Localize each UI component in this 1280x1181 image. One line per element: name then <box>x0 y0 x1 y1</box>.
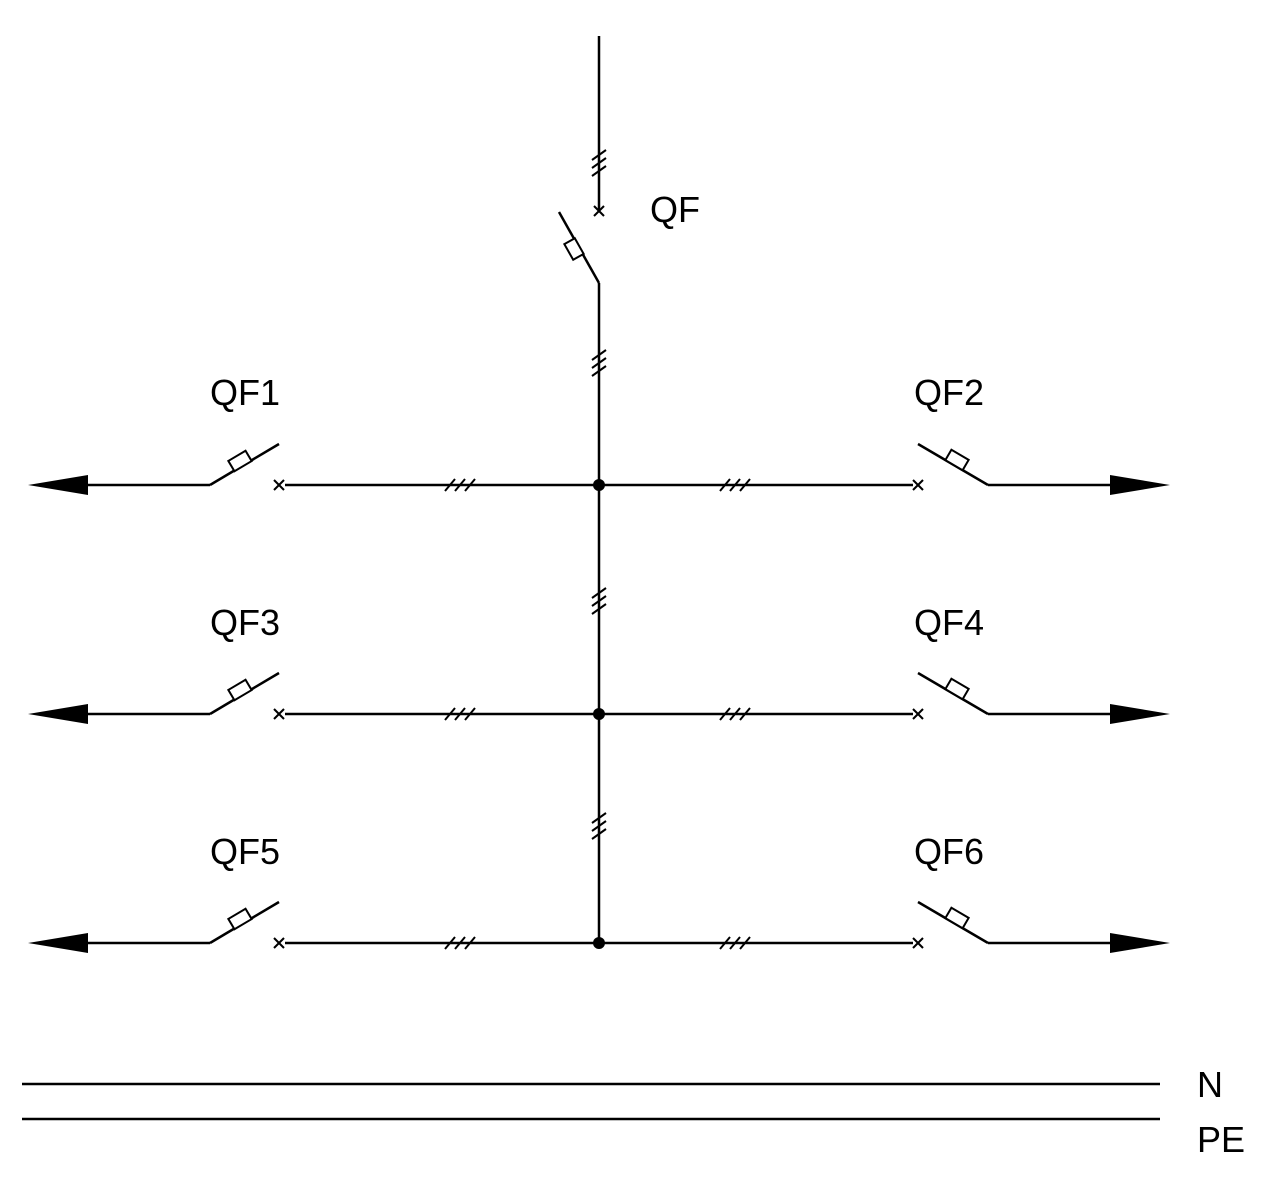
branch-row-2: QF3 QF4 <box>28 602 1170 724</box>
outgoing-arrow <box>1110 933 1170 953</box>
outgoing-arrow <box>28 704 88 724</box>
breaker-label: QF5 <box>210 831 280 872</box>
main-breaker-label: QF <box>650 189 700 230</box>
branch-row-1: QF1 QF2 <box>28 372 1170 495</box>
outgoing-arrow <box>28 933 88 953</box>
branch-row-3: QF5 QF6 <box>28 831 1170 953</box>
pe-label: PE <box>1197 1119 1245 1160</box>
main-incomer-phase-ticks <box>591 149 607 177</box>
feeder-right <box>599 671 1170 724</box>
main-breaker-symbol <box>557 211 601 284</box>
breaker-label: QF2 <box>914 372 984 413</box>
neutral-conductor: N <box>22 1064 1223 1105</box>
busbar-phase-ticks-1 <box>591 349 607 377</box>
feeder-right <box>599 442 1170 495</box>
feeder-left <box>28 671 599 724</box>
breaker-label: QF4 <box>914 602 984 643</box>
neutral-label: N <box>1197 1064 1223 1105</box>
busbar-phase-ticks-2 <box>591 587 607 615</box>
outgoing-arrow <box>28 475 88 495</box>
pe-conductor: PE <box>22 1117 1245 1160</box>
feeder-right <box>599 900 1170 953</box>
main-incomer: QF <box>557 36 700 284</box>
busbar <box>591 283 607 943</box>
breaker-label: QF1 <box>210 372 280 413</box>
outgoing-arrow <box>1110 704 1170 724</box>
feeder-left <box>28 442 599 495</box>
main-breaker-x-mark <box>593 205 605 217</box>
breaker-label: QF3 <box>210 602 280 643</box>
busbar-phase-ticks-3 <box>591 812 607 840</box>
feeder-left <box>28 900 599 953</box>
outgoing-arrow <box>1110 475 1170 495</box>
breaker-label: QF6 <box>914 831 984 872</box>
